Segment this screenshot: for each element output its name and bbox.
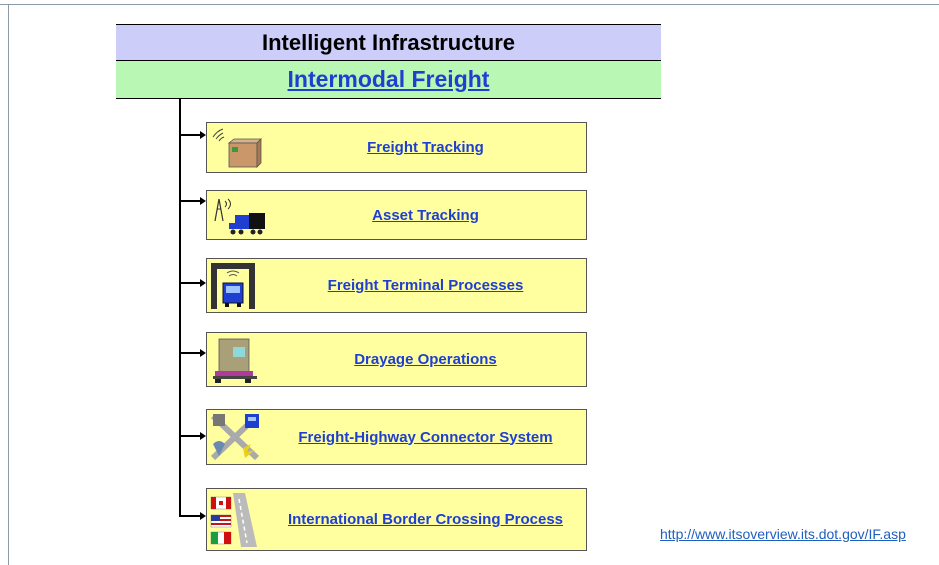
branch-connector [180,134,201,136]
item-label[interactable]: Drayage Operations [354,351,497,368]
branch-connector [180,435,201,437]
highway-connector-icon [207,410,265,464]
header-subtitle-bar: Intermodal Freight [116,61,661,99]
header-title-bar: Intelligent Infrastructure [116,24,661,61]
container-chassis-icon [207,333,265,386]
subtitle-link[interactable]: Intermodal Freight [287,66,490,92]
tree-trunk-line [179,99,181,517]
arrow-icon [200,512,206,520]
arrow-icon [200,432,206,440]
branch-connector [180,200,201,202]
branch-connector [180,515,201,517]
arrow-icon [200,279,206,287]
truck-antenna-icon [207,191,269,239]
item-label[interactable]: Freight Tracking [367,139,484,156]
arrow-icon [200,131,206,139]
arrow-icon [200,349,206,357]
item-international-border-crossing-process[interactable]: International Border Crossing Process [206,488,587,551]
item-drayage-operations[interactable]: Drayage Operations [206,332,587,387]
border-flags-icon [207,489,265,550]
page-title: Intelligent Infrastructure [261,29,516,55]
package-tracking-icon [207,123,265,172]
item-freight-highway-connector-system[interactable]: Freight-Highway Connector System [206,409,587,465]
branch-connector [180,282,201,284]
item-freight-terminal-processes[interactable]: Freight Terminal Processes [206,258,587,313]
item-label[interactable]: Freight-Highway Connector System [298,428,553,446]
slide-left-border [8,4,9,565]
item-label[interactable]: Asset Tracking [372,206,479,224]
arrow-icon [200,197,206,205]
item-asset-tracking[interactable]: Asset Tracking [206,190,587,240]
source-url-link[interactable]: http://www.itsoverview.its.dot.gov/IF.as… [660,526,906,542]
item-label[interactable]: Freight Terminal Processes [327,277,524,294]
terminal-gate-truck-icon [207,259,265,312]
branch-connector [180,352,201,354]
slide-top-border [0,4,939,5]
item-label[interactable]: International Border Crossing Process [287,511,564,528]
item-freight-tracking[interactable]: Freight Tracking [206,122,587,173]
